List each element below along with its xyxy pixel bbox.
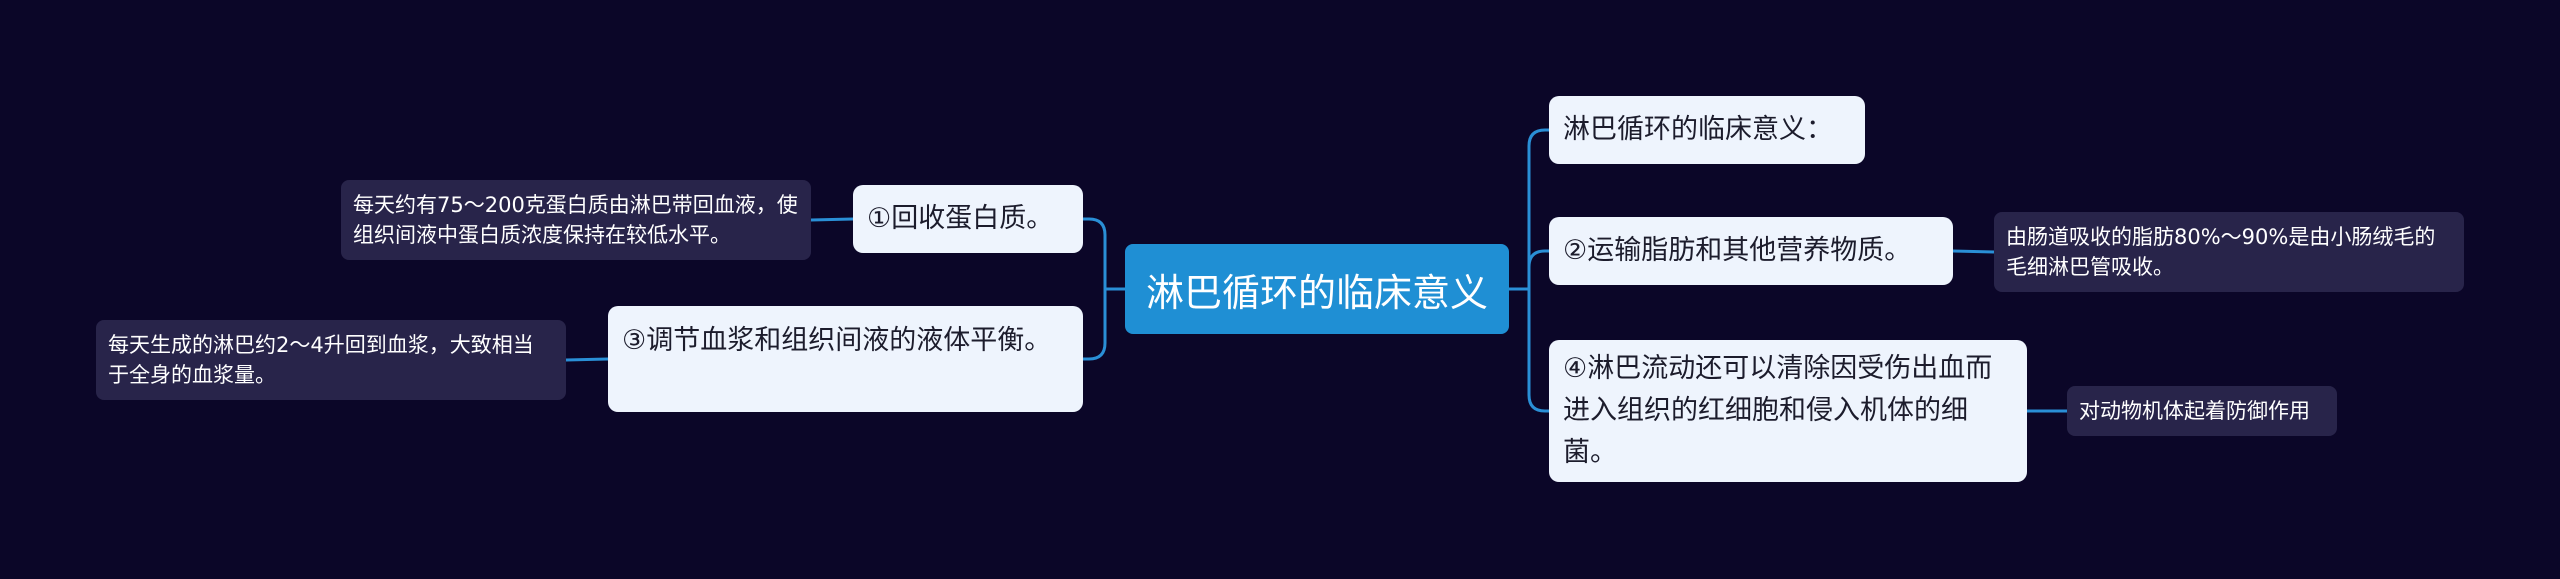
connector-n2-d1	[1952, 249, 1995, 254]
branch-transport-fat[interactable]: ②运输脂肪和其他营养物质。	[1549, 217, 1953, 285]
detail-fat-absorption[interactable]: 由肠道吸收的脂肪80%～90%是由小肠绒毛的毛细淋巴管吸收。	[1994, 212, 2464, 292]
branch-clear-cells[interactable]: ④淋巴流动还可以清除因受伤出血而进入组织的红细胞和侵入机体的细菌。	[1549, 340, 2027, 482]
center-topic[interactable]: 淋巴循环的临床意义	[1125, 244, 1509, 334]
branch-label: ①回收蛋白质。	[867, 203, 1054, 234]
detail-label: 每天生成的淋巴约2～4升回到血浆，大致相当于全身的血浆量。	[108, 333, 534, 387]
detail-defense[interactable]: 对动物机体起着防御作用	[2067, 386, 2337, 436]
connector-right-n2	[1527, 249, 1549, 289]
connector-right-n3	[1527, 289, 1549, 413]
branch-label: ③调节血浆和组织间液的液体平衡。	[622, 325, 1052, 356]
branch-recover-protein[interactable]: ①回收蛋白质。	[853, 185, 1083, 253]
connector-right-n1	[1527, 128, 1549, 289]
connector-n5-d4	[565, 357, 609, 362]
connector-left-n5	[1083, 289, 1107, 361]
detail-protein-return[interactable]: 每天约有75～200克蛋白质由淋巴带回血液，使组织间液中蛋白质浓度保持在较低水平…	[341, 180, 811, 260]
branch-label: ④淋巴流动还可以清除因受伤出血而进入组织的红细胞和侵入机体的细菌。	[1563, 353, 1993, 468]
detail-label: 对动物机体起着防御作用	[2079, 399, 2310, 423]
detail-label: 由肠道吸收的脂肪80%～90%是由小肠绒毛的毛细淋巴管吸收。	[2006, 225, 2436, 279]
detail-lymph-volume[interactable]: 每天生成的淋巴约2～4升回到血浆，大致相当于全身的血浆量。	[96, 320, 566, 400]
branch-label: ②运输脂肪和其他营养物质。	[1563, 235, 1912, 266]
center-topic-label: 淋巴循环的临床意义	[1145, 270, 1488, 315]
detail-label: 每天约有75～200克蛋白质由淋巴带回血液，使组织间液中蛋白质浓度保持在较低水平…	[353, 193, 798, 247]
branch-fluid-balance[interactable]: ③调节血浆和组织间液的液体平衡。	[608, 306, 1083, 412]
branch-clinical-significance[interactable]: 淋巴循环的临床意义：	[1549, 96, 1865, 164]
connector-left-n4	[1083, 217, 1107, 289]
branch-label: 淋巴循环的临床意义：	[1563, 114, 1833, 145]
connector-n4-d3	[810, 217, 854, 222]
